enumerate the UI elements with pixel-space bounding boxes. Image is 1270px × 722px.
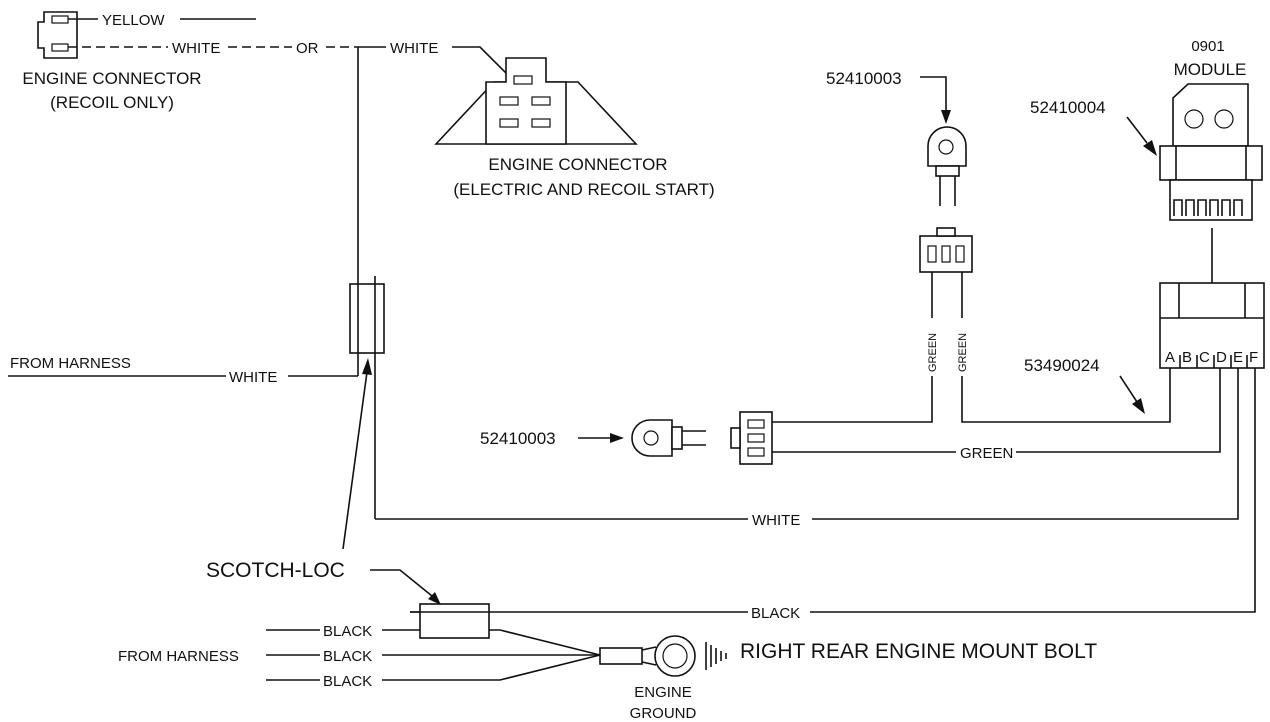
white-wire-label-bottom: WHITE (752, 512, 800, 529)
engine-ground-title: ENGINE (634, 684, 692, 701)
top-sensor-leader (920, 76, 947, 112)
engine-connector-recoil-title: ENGINE CONNECTOR (22, 69, 201, 88)
module-subtitle: MODULE (1174, 60, 1247, 79)
module-title: 0901 (1191, 38, 1224, 55)
from-harness-label-bottom: FROM HARNESS (118, 648, 239, 665)
pin-e-label: E (1233, 349, 1243, 366)
ground-bolt-icon (705, 642, 727, 670)
black-wire-3b (382, 654, 601, 681)
pin-b-label: B (1182, 349, 1192, 366)
black-wire-1b (489, 629, 601, 656)
white-wire-label-harness: WHITE (229, 369, 277, 386)
top-sensor (927, 126, 967, 206)
module-0901 (1159, 83, 1263, 221)
scotch-loc-upper (349, 283, 385, 354)
ring-terminal (599, 635, 696, 677)
top-sensor-connector (919, 227, 973, 273)
engine-ground-subtitle: GROUND (630, 705, 697, 722)
scotch-loc-upper-leader (342, 371, 368, 550)
white-wire-label-top: WHITE (390, 40, 438, 57)
scotch-loc-lower-arrowhead (428, 592, 441, 605)
module-leader (1126, 116, 1148, 144)
white-wire-label-dashed: WHITE (172, 40, 220, 57)
yellow-wire-label: YELLOW (102, 12, 165, 29)
pin-d-label: D (1216, 349, 1227, 366)
green-wire-bottom-b (1016, 368, 1221, 453)
white-wire-to-electric-connector (452, 46, 513, 80)
left-sensor-part-number: 52410003 (480, 429, 556, 448)
top-sensor-arrowhead (941, 110, 951, 124)
green-wire-label-bottom: GREEN (960, 445, 1013, 462)
green-label-bg-right (956, 318, 969, 376)
module-arrowhead (1143, 140, 1157, 156)
module-connector (1159, 282, 1265, 369)
left-sensor (631, 419, 706, 457)
engine-connector-recoil-subtitle: (RECOIL ONLY) (50, 93, 174, 112)
module-connector-leader (1119, 375, 1138, 403)
white-wire-bottom-b (812, 368, 1239, 520)
top-sensor-part-number: 52410003 (826, 69, 902, 88)
left-sensor-arrowhead (610, 433, 624, 443)
black-wire-label-1: BLACK (323, 623, 372, 640)
module-connector-part-number: 53490024 (1024, 356, 1100, 375)
right-rear-bolt-label: RIGHT REAR ENGINE MOUNT BOLT (740, 640, 1097, 663)
green-wire-label-right: GREEN (957, 333, 969, 372)
black-wire-label-3: BLACK (323, 673, 372, 690)
black-wire-label-2: BLACK (323, 648, 372, 665)
left-sensor-connector (730, 411, 773, 465)
scotch-loc-label: SCOTCH-LOC (206, 559, 345, 582)
scotch-loc-upper-arrowhead (362, 358, 372, 375)
black-wire-module (810, 368, 1256, 613)
pin-c-label: C (1199, 349, 1210, 366)
pin-f-label: F (1249, 349, 1258, 366)
engine-connector-electric (434, 57, 638, 145)
green-wire-label-left: GREEN (927, 333, 939, 372)
module-connector-arrowhead (1132, 398, 1145, 414)
scotch-loc-lower (419, 603, 490, 639)
or-label: OR (296, 40, 319, 57)
from-harness-label-top: FROM HARNESS (10, 355, 131, 372)
black-wire-label-module: BLACK (751, 605, 800, 622)
green-wire-left (772, 272, 933, 423)
pin-a-label: A (1165, 349, 1175, 366)
scotch-loc-lower-leader (370, 569, 433, 597)
engine-connector-electric-title: ENGINE CONNECTOR (488, 155, 667, 174)
engine-connector-electric-subtitle: (ELECTRIC AND RECOIL START) (453, 180, 714, 199)
green-label-bg-left (926, 318, 939, 376)
module-part-number: 52410004 (1030, 98, 1106, 117)
